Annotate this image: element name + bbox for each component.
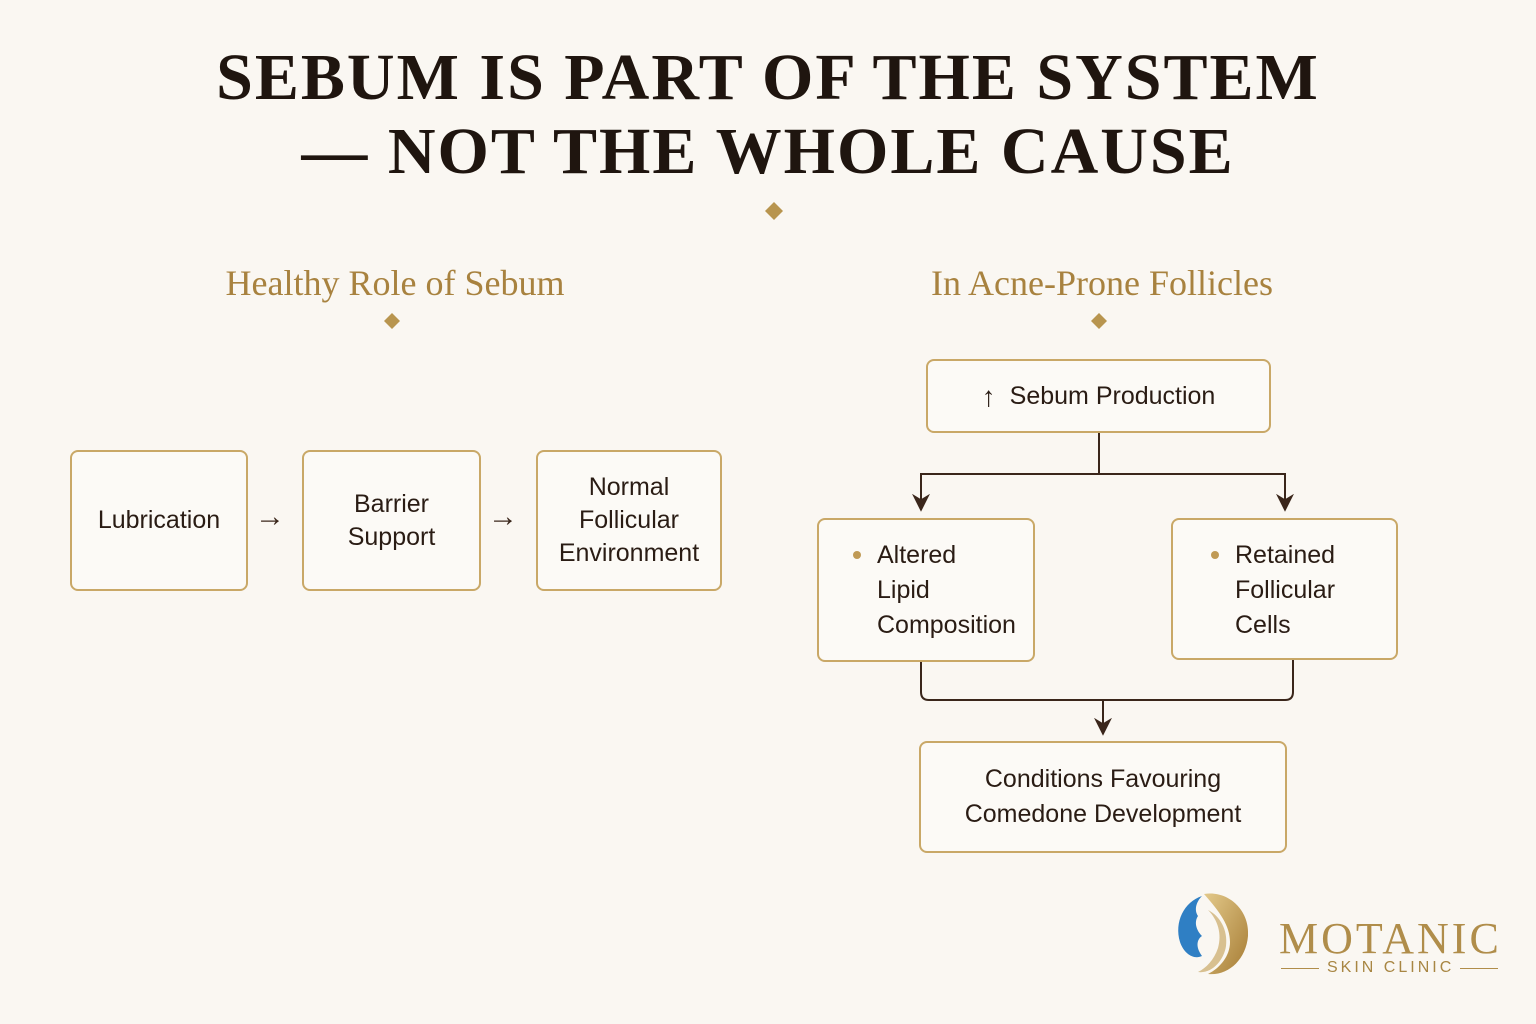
step-lubrication: Lubrication [70, 450, 248, 591]
sebum-production-label: Sebum Production [1009, 381, 1216, 410]
bullet-dot [853, 551, 861, 559]
left-heading-divider [172, 313, 615, 329]
step-label: Barrier Support [347, 489, 436, 551]
step-label: Lubrication [97, 506, 221, 534]
arrow-up-icon: ↑ [981, 380, 996, 412]
brand-tagline: SKIN CLINIC [1327, 959, 1455, 976]
step-barrier-support: Barrier Support [302, 450, 481, 591]
comedone-conditions-box: Conditions Favouring Comedone Developmen… [919, 741, 1287, 853]
page-title-line-2: — NOT THE WHOLE CAUSE [301, 115, 1235, 188]
bullet-dot [1211, 551, 1219, 559]
title-divider [258, 202, 1288, 220]
connector-merge [920, 658, 1294, 701]
right-heading-divider [876, 313, 1322, 329]
step-normal-follicular-environment: Normal Follicular Environment [536, 450, 722, 591]
left-section-heading: Healthy Role of Sebum [225, 263, 565, 303]
retained-cells-label: Retained Follicular Cells [1235, 541, 1336, 639]
brand-tagline-row: SKIN CLINIC [1281, 959, 1499, 977]
retained-cells-box: Retained Follicular Cells [1171, 518, 1398, 660]
altered-lipid-label: Altered Lipid Composition [877, 541, 1016, 639]
clinic-logo-icon [1178, 893, 1249, 975]
right-section-heading: In Acne-Prone Follicles [931, 263, 1273, 303]
connector-top-split [912, 432, 1100, 512]
arrow-right-icon: → [488, 500, 518, 533]
tagline-rule-left [1281, 967, 1319, 969]
arrow-right-icon: → [255, 500, 285, 533]
step-label: Normal Follicular Environment [558, 473, 700, 567]
comedone-conditions-label: Conditions Favouring Comedone Developmen… [964, 765, 1242, 828]
tagline-rule-right [1460, 967, 1499, 969]
page-title-line-1: SEBUM IS PART OF THE SYSTEM [216, 41, 1320, 114]
brand-name: MOTANIC [1279, 914, 1502, 963]
sebum-production-box: ↑ Sebum Production [926, 359, 1271, 433]
connector-top-split-right [1099, 473, 1294, 512]
altered-lipid-box: Altered Lipid Composition [817, 518, 1035, 662]
flow-connectors [912, 432, 1294, 736]
